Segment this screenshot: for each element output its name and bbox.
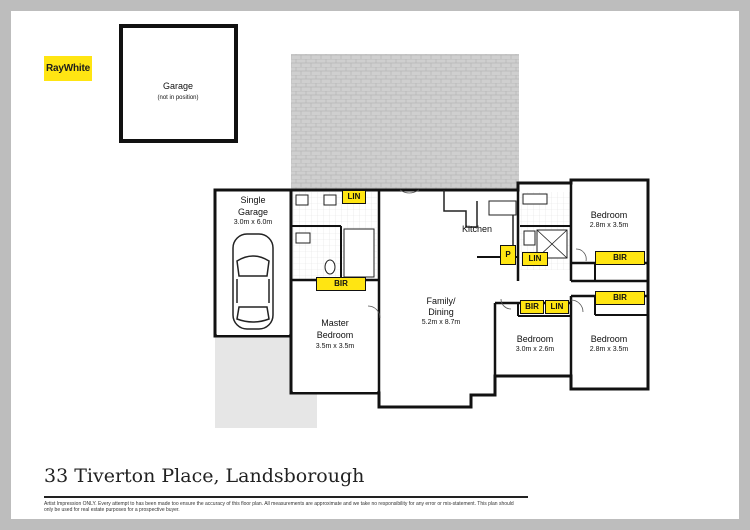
address-underline [44, 496, 528, 498]
linen-tag-kitchen: LIN [522, 252, 548, 266]
garage-label: Garage [162, 81, 194, 91]
family-dining-label-1: Family/ [426, 296, 456, 306]
disclaimer-text: Artist Impression ONLY. Every attempt to… [44, 501, 514, 514]
master-bedroom-label-1: Master [321, 318, 349, 328]
property-address: 33 Tiverton Place, Landsborough [44, 465, 365, 487]
bir-tag-top-right: BIR [595, 251, 645, 265]
bedroom-top-right-label: Bedroom [590, 210, 628, 220]
floor-plan-drawing [119, 24, 650, 428]
pantry-tag: P [500, 245, 516, 265]
car-icon [232, 233, 274, 330]
rear-patio-area [291, 54, 519, 190]
garage-note: (not in position) [157, 95, 199, 101]
bedroom-top-right-dims: 2.8m x 3.5m [589, 222, 629, 229]
bir-tag-middle: BIR [520, 300, 544, 314]
family-dining-dims: 5.2m x 8.7m [421, 319, 461, 326]
bedroom-middle-label: Bedroom [516, 334, 554, 344]
master-bedroom-dims: 3.5m x 3.5m [315, 343, 355, 350]
bir-tag-master: BIR [316, 277, 366, 291]
master-bedroom-label-2: Bedroom [316, 330, 354, 340]
bedroom-middle-dims: 3.0m x 2.6m [515, 346, 555, 353]
bedroom-bottom-right-label: Bedroom [590, 334, 628, 344]
raywhite-logo: RayWhite [44, 56, 92, 81]
linen-tag-middle: LIN [545, 300, 569, 314]
single-garage-dims: 3.0m x 6.0m [233, 219, 273, 226]
linen-tag-top: LIN [342, 190, 366, 204]
garage-outline [119, 24, 238, 143]
single-garage-label-1: Single [240, 195, 266, 205]
bedroom-bottom-right-dims: 2.8m x 3.5m [589, 346, 629, 353]
floor-plan-sheet: RayWhite Garage (not in position) Single… [11, 11, 739, 519]
family-dining-label-2: Dining [428, 307, 454, 317]
kitchen-label: Kitchen [461, 224, 493, 234]
bir-tag-bottom-right: BIR [595, 291, 645, 305]
single-garage-label-2: Garage [237, 207, 269, 217]
